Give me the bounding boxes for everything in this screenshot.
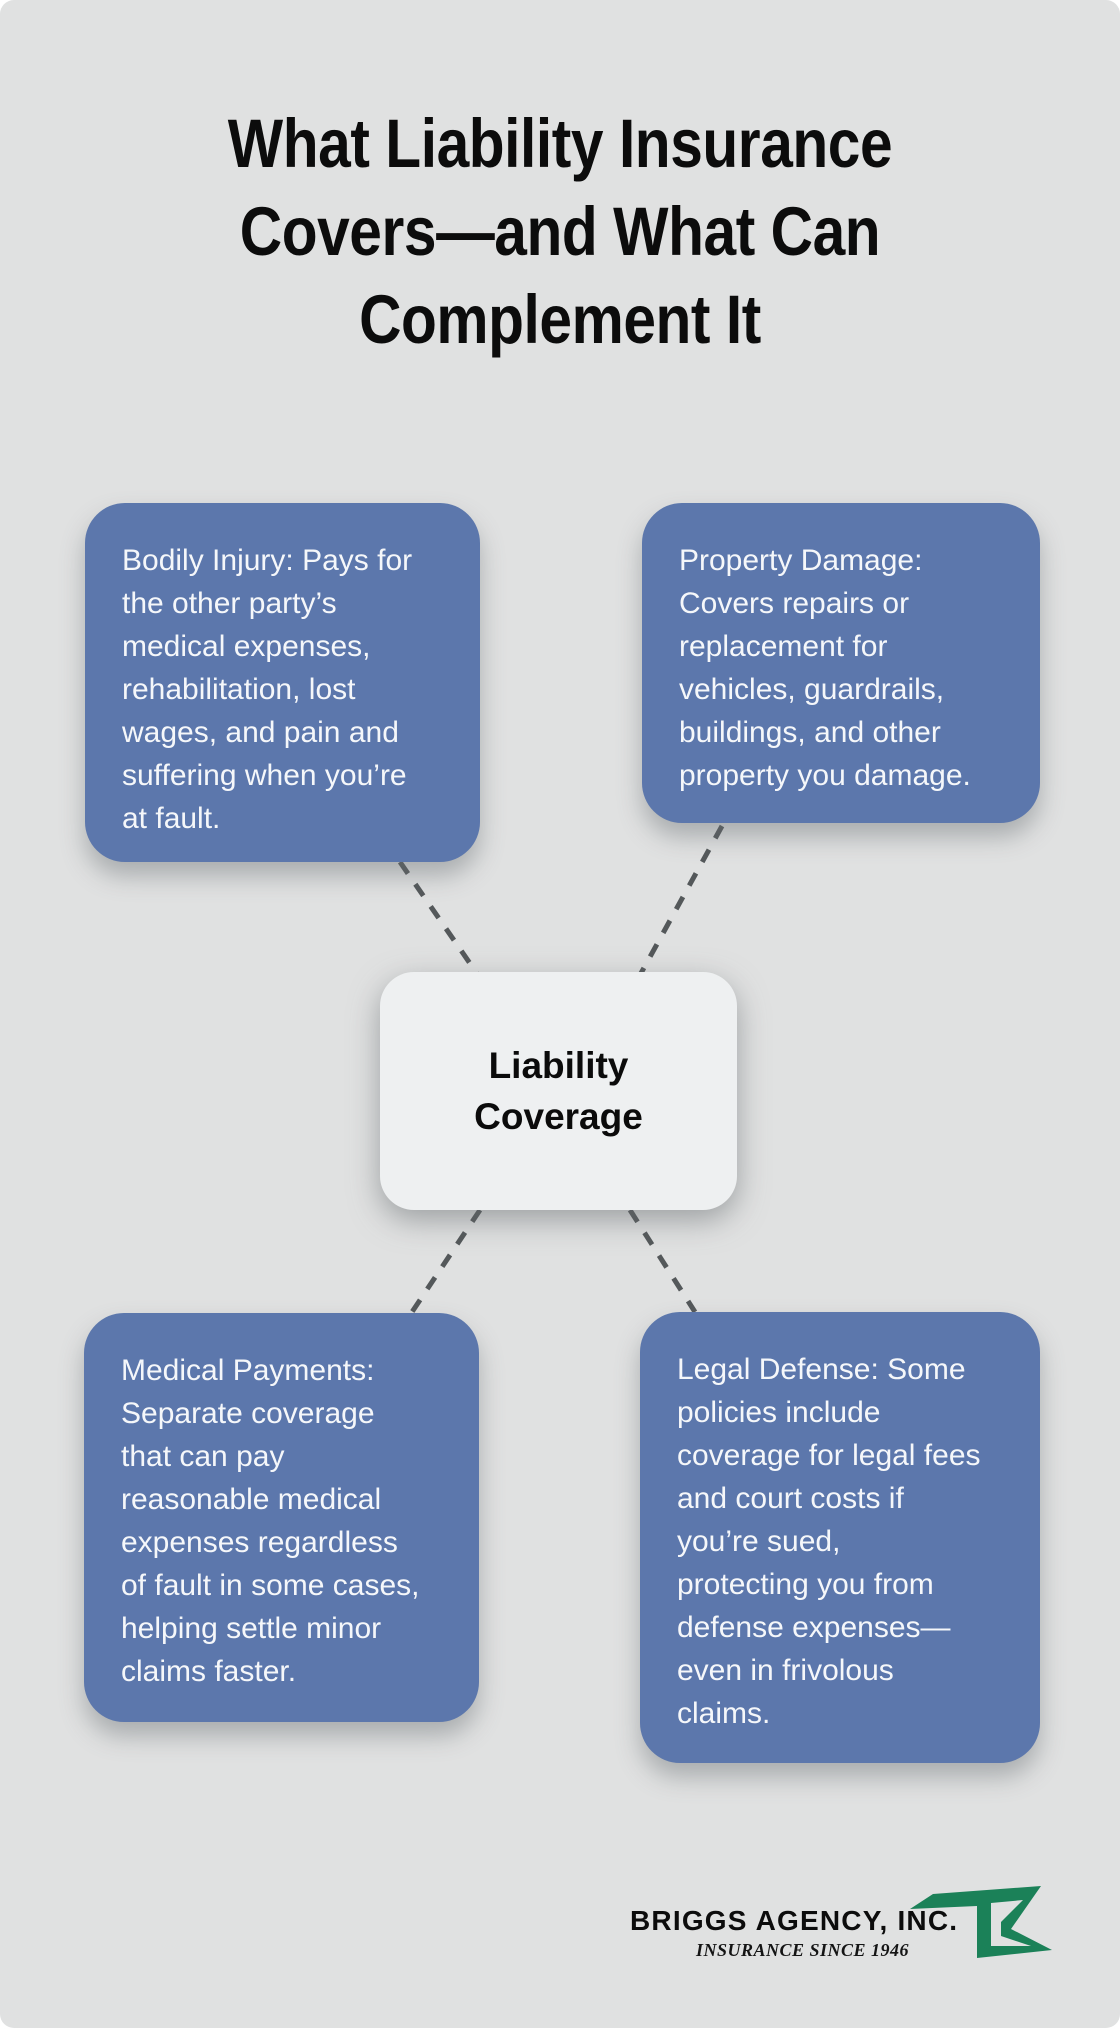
- brand-name: BRIGGS AGENCY, INC.: [630, 1905, 959, 1936]
- center-node-label: Liability Coverage: [474, 1045, 643, 1137]
- connector-line-top-right: [637, 824, 725, 977]
- connector-line-bottom-left: [407, 1208, 483, 1317]
- node-medical-payments-text: Medical Payments: Separate coverage that…: [121, 1354, 420, 1688]
- node-legal-defense: Legal Defense: Some policies include cov…: [640, 1312, 1040, 1763]
- node-bodily-injury-text: Bodily Injury: Pays for the other party’…: [122, 544, 413, 835]
- page-title: What Liability Insurance Covers—and What…: [227, 105, 893, 358]
- brand-tagline: INSURANCE SINCE 1946: [695, 1940, 910, 1960]
- node-legal-defense-text: Legal Defense: Some policies include cov…: [677, 1353, 981, 1730]
- connector-line-bottom-right: [627, 1208, 698, 1314]
- center-node: Liability Coverage: [380, 972, 737, 1210]
- node-medical-payments: Medical Payments: Separate coverage that…: [84, 1313, 479, 1722]
- node-property-damage-text: Property Damage: Covers repairs or repla…: [679, 544, 971, 792]
- connector-line-top-left: [397, 860, 481, 977]
- footer-logo: BRIGGS AGENCY, INC. INSURANCE SINCE 1946: [630, 1905, 980, 1961]
- node-property-damage: Property Damage: Covers repairs or repla…: [642, 503, 1040, 823]
- node-bodily-injury: Bodily Injury: Pays for the other party’…: [85, 503, 480, 862]
- briggs-b-logo-icon: [910, 1886, 1052, 1958]
